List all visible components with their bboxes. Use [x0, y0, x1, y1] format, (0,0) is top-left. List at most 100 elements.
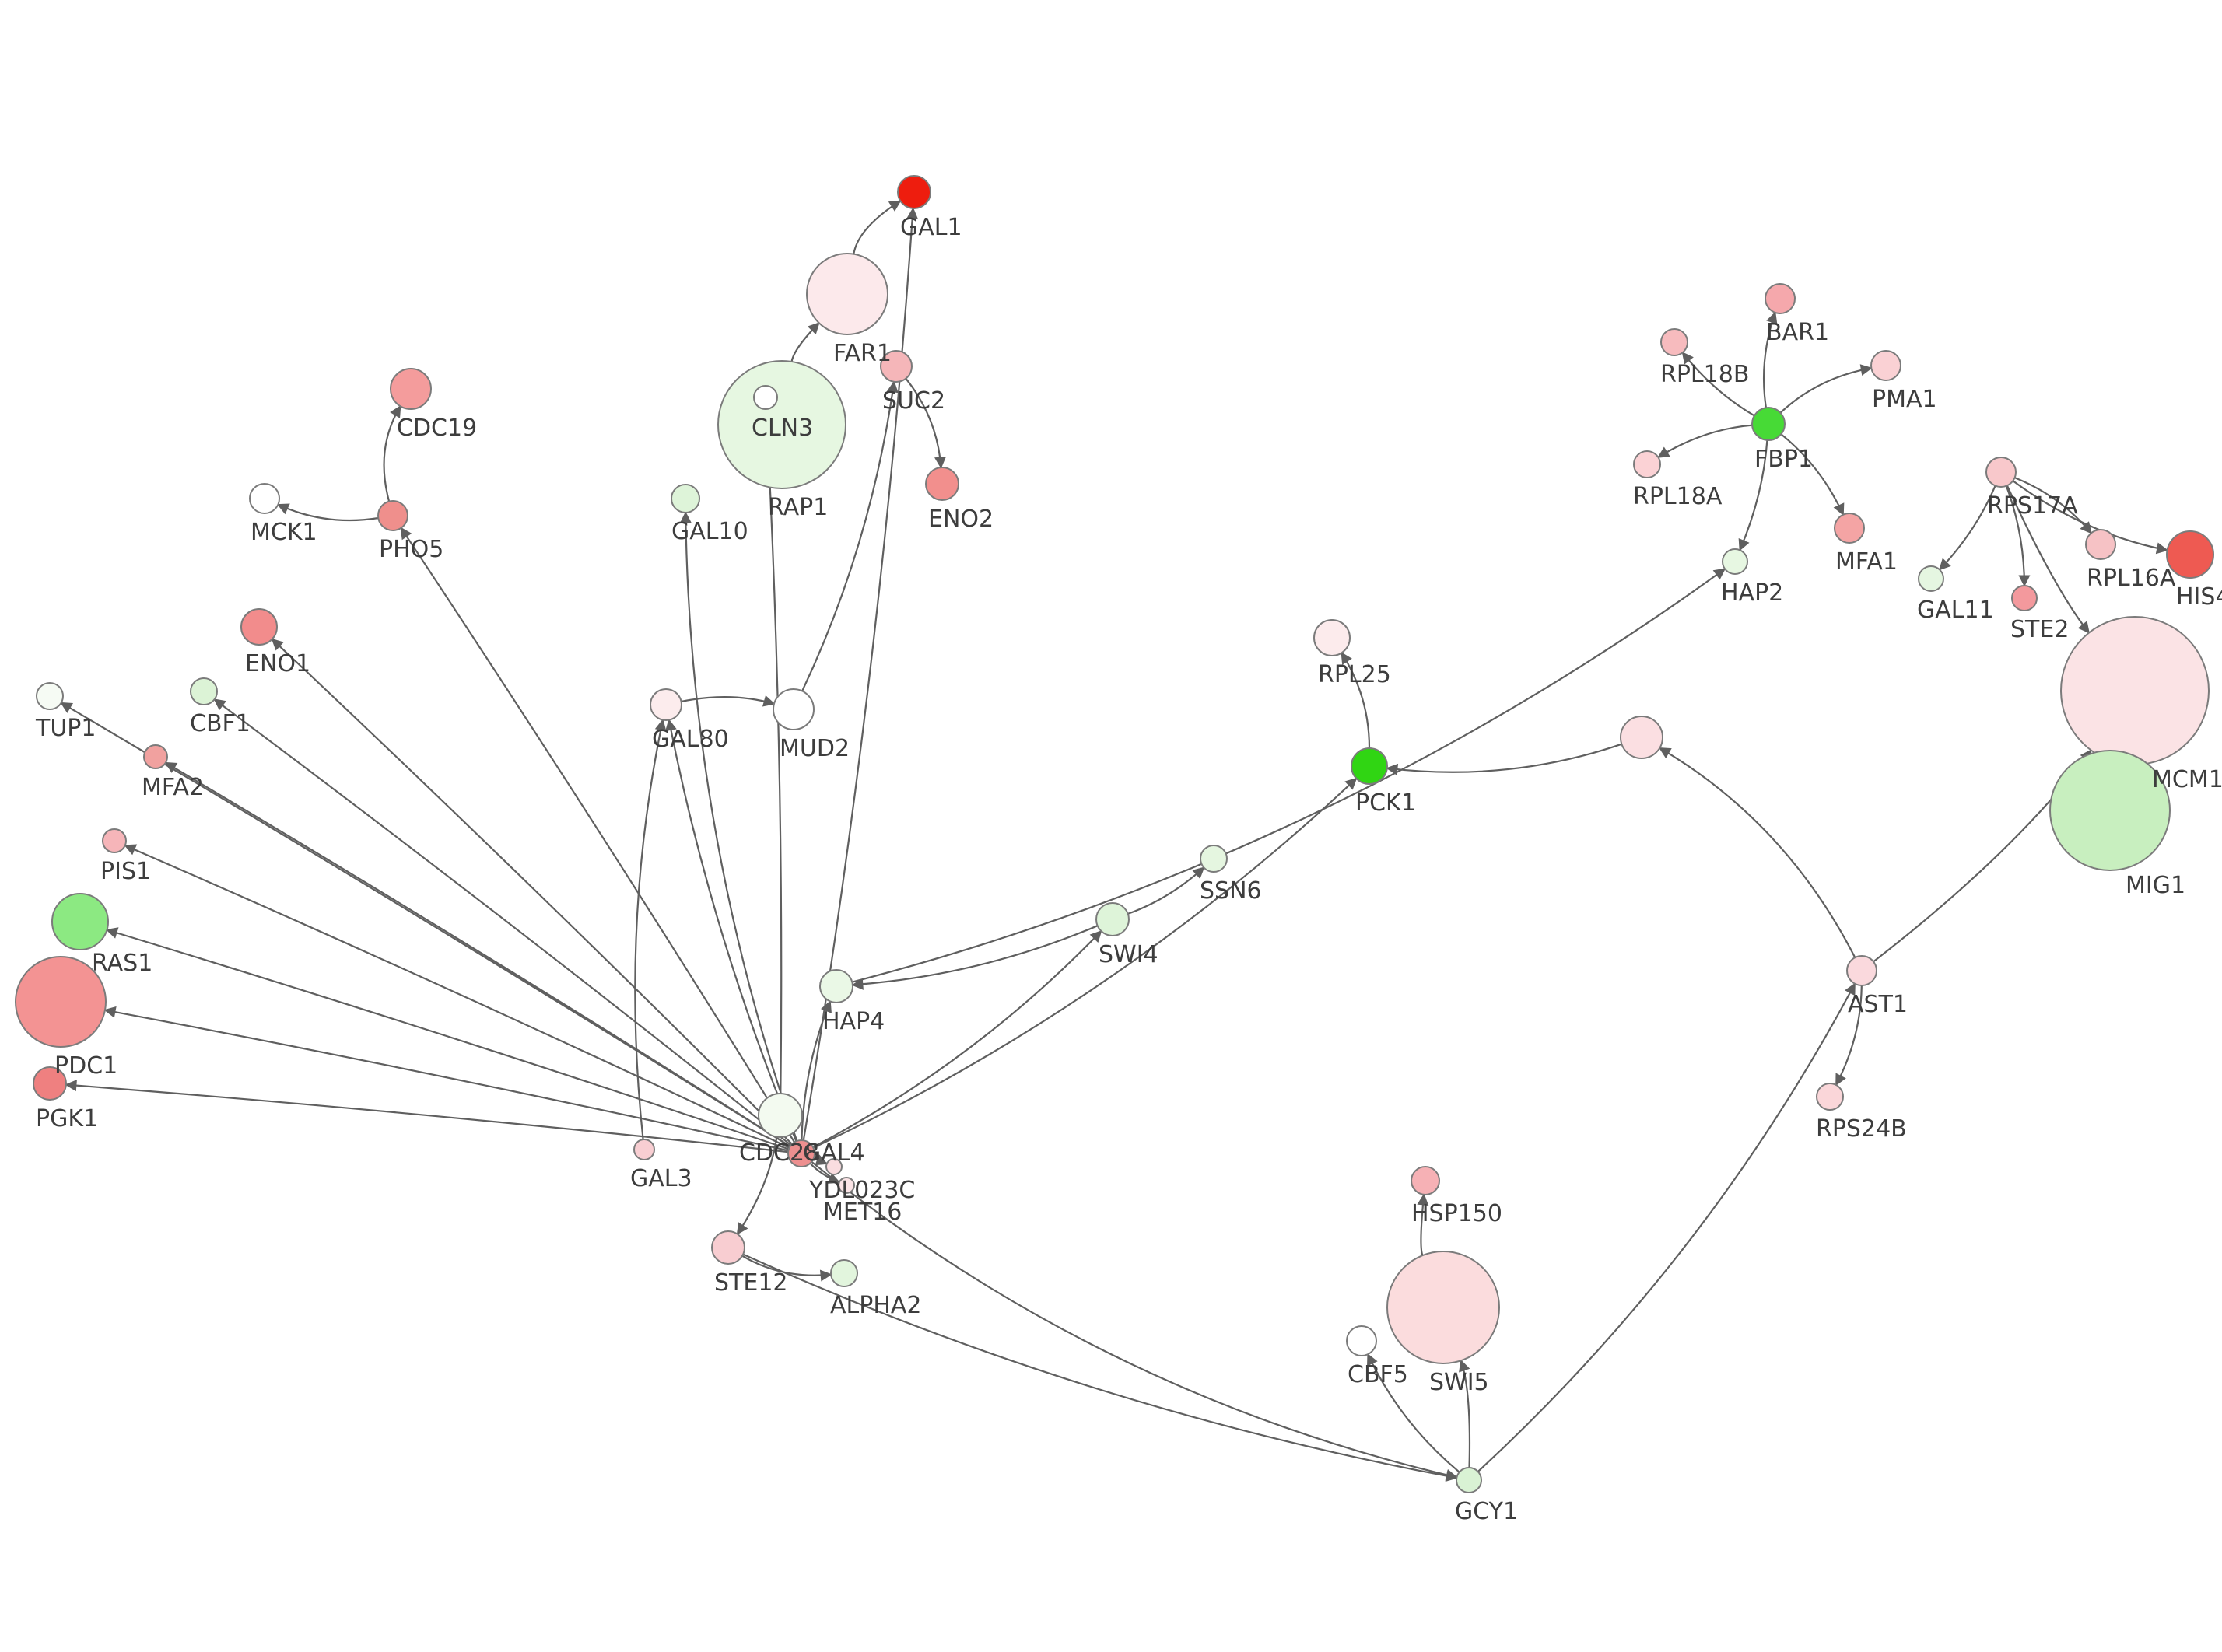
- node-cbf1[interactable]: [190, 677, 218, 705]
- node-ste2[interactable]: [2011, 585, 2038, 611]
- node-rpl16a[interactable]: [2085, 529, 2116, 560]
- node-ssn6[interactable]: [1200, 845, 1228, 873]
- node-swi4[interactable]: [1095, 902, 1130, 936]
- edge-swi5-hsp150[interactable]: [1417, 1193, 1429, 1256]
- edge-gal4-ras1[interactable]: [105, 927, 790, 1150]
- edge-gal4-tup1[interactable]: [60, 702, 791, 1147]
- node-gal3[interactable]: [633, 1139, 655, 1160]
- node-rpl18b[interactable]: [1660, 328, 1688, 356]
- node-hsp150[interactable]: [1411, 1166, 1440, 1195]
- edge-rps17a-mcm1[interactable]: [2006, 485, 2090, 634]
- node-pis1[interactable]: [102, 828, 127, 853]
- edge-pho5-mck1[interactable]: [276, 503, 379, 522]
- node-his4[interactable]: [2166, 530, 2214, 579]
- edge-unnamed-pck1[interactable]: [1386, 743, 1622, 775]
- node-gal1[interactable]: [897, 175, 931, 209]
- node-gal10[interactable]: [671, 484, 700, 513]
- edge-gal80-mud2[interactable]: [681, 695, 776, 707]
- edge-gal3-gal80[interactable]: [634, 719, 667, 1140]
- edge-mud2-suc2[interactable]: [801, 380, 899, 691]
- node-hap4[interactable]: [819, 969, 853, 1003]
- edge-fbp1-rpl18a[interactable]: [1657, 424, 1753, 458]
- node-pho5[interactable]: [377, 500, 408, 531]
- node-gal11[interactable]: [1918, 565, 1944, 592]
- node-eno1[interactable]: [240, 608, 278, 646]
- node-ste12[interactable]: [711, 1230, 745, 1265]
- edge-gal4-pck1[interactable]: [812, 777, 1358, 1149]
- node-swi5[interactable]: [1386, 1251, 1500, 1364]
- node-far1[interactable]: [806, 253, 888, 335]
- node-rap1[interactable]: [717, 360, 846, 489]
- node-rpl18a[interactable]: [1633, 450, 1661, 478]
- node-cdc19[interactable]: [390, 368, 432, 410]
- edge-ste12-gcy1[interactable]: [742, 1253, 1458, 1482]
- edge-gal4-gcy1[interactable]: [811, 1160, 1458, 1481]
- node-rps24b[interactable]: [1816, 1083, 1844, 1111]
- node-alpha2[interactable]: [830, 1259, 858, 1287]
- edge-suc2-eno2[interactable]: [905, 378, 946, 469]
- edge-gal4-gal10[interactable]: [679, 511, 798, 1142]
- node-ras1[interactable]: [51, 893, 109, 950]
- node-cbf5[interactable]: [1346, 1325, 1377, 1356]
- edge-gal4-pgk1[interactable]: [65, 1080, 789, 1153]
- node-rpl25[interactable]: [1313, 619, 1351, 656]
- node-mud2[interactable]: [773, 688, 815, 730]
- edge-swi4-ssn6[interactable]: [1127, 866, 1205, 915]
- edge-gal4-cbf1[interactable]: [213, 698, 792, 1146]
- node-suc2[interactable]: [880, 350, 913, 383]
- edge-gal4-pho5[interactable]: [400, 527, 796, 1143]
- node-hap2[interactable]: [1722, 548, 1748, 575]
- edge-far1-gal1[interactable]: [853, 200, 902, 254]
- edge-fbp1-bar1[interactable]: [1762, 311, 1778, 408]
- node-tup1[interactable]: [36, 682, 64, 710]
- node-met16[interactable]: [838, 1177, 855, 1194]
- edge-rps17a-ste2[interactable]: [2005, 485, 2031, 587]
- edge-hap4-hap2[interactable]: [852, 568, 1726, 983]
- edge-ast1-rps24b[interactable]: [1835, 985, 1863, 1087]
- node-pgk1[interactable]: [33, 1066, 67, 1101]
- edge-gal4-gal80[interactable]: [665, 719, 797, 1142]
- node-cdc28[interactable]: [758, 1093, 803, 1138]
- edge-gal4-eno1[interactable]: [271, 638, 793, 1145]
- edge-gcy1-swi5[interactable]: [1459, 1359, 1471, 1468]
- edge-gal4-hap4[interactable]: [801, 1000, 832, 1141]
- edge-gal4-mfa2[interactable]: [164, 761, 791, 1147]
- node-mfa2[interactable]: [143, 744, 168, 769]
- node-bar1[interactable]: [1765, 283, 1796, 314]
- edge-gal4-pdc1[interactable]: [103, 1006, 789, 1152]
- edge-fbp1-mfa1[interactable]: [1780, 433, 1845, 516]
- edge-fbp1-hap2[interactable]: [1738, 439, 1768, 551]
- node-eno2[interactable]: [925, 467, 959, 501]
- node-ydl023c[interactable]: [825, 1158, 843, 1175]
- edge-pck1-rpl25[interactable]: [1341, 652, 1371, 749]
- node-mfa1[interactable]: [1834, 513, 1865, 544]
- node-gal80[interactable]: [650, 688, 682, 721]
- edge-gcy1-cbf5[interactable]: [1367, 1353, 1460, 1473]
- node-gcy1[interactable]: [1456, 1467, 1482, 1493]
- edge-cdc28-ste12[interactable]: [736, 1136, 778, 1235]
- edge-fbp1-rpl18b[interactable]: [1681, 352, 1755, 417]
- edge-gcy1-ast1[interactable]: [1477, 982, 1856, 1472]
- edge-rps17a-his4[interactable]: [2012, 480, 2168, 555]
- node-gal4[interactable]: [787, 1139, 815, 1167]
- edge-cdc28-cln3[interactable]: [761, 408, 783, 1094]
- node-pck1[interactable]: [1351, 747, 1388, 785]
- edge-rps17a-rpl16a[interactable]: [2014, 477, 2092, 534]
- edge-gal4-swi4[interactable]: [812, 930, 1102, 1148]
- edge-pho5-cdc19[interactable]: [383, 405, 401, 502]
- node-cln3[interactable]: [753, 385, 778, 410]
- edge-rps17a-gal11[interactable]: [1938, 485, 1996, 571]
- edge-fbp1-pma1[interactable]: [1779, 364, 1873, 414]
- node-mig1[interactable]: [2049, 750, 2171, 871]
- edge-gal4-ydl023c[interactable]: [813, 1154, 829, 1166]
- node-rps17a[interactable]: [1985, 457, 2017, 488]
- edge-swi4-hap4[interactable]: [851, 925, 1099, 990]
- edge-ast1-unnamed[interactable]: [1659, 747, 1856, 958]
- node-ast1[interactable]: [1846, 955, 1877, 986]
- node-mck1[interactable]: [249, 483, 280, 514]
- node-pdc1[interactable]: [15, 956, 107, 1048]
- node-fbp1[interactable]: [1751, 407, 1786, 441]
- node-pma1[interactable]: [1870, 350, 1901, 381]
- node-mcm1[interactable]: [2060, 616, 2210, 765]
- edge-rap1-far1[interactable]: [790, 322, 820, 362]
